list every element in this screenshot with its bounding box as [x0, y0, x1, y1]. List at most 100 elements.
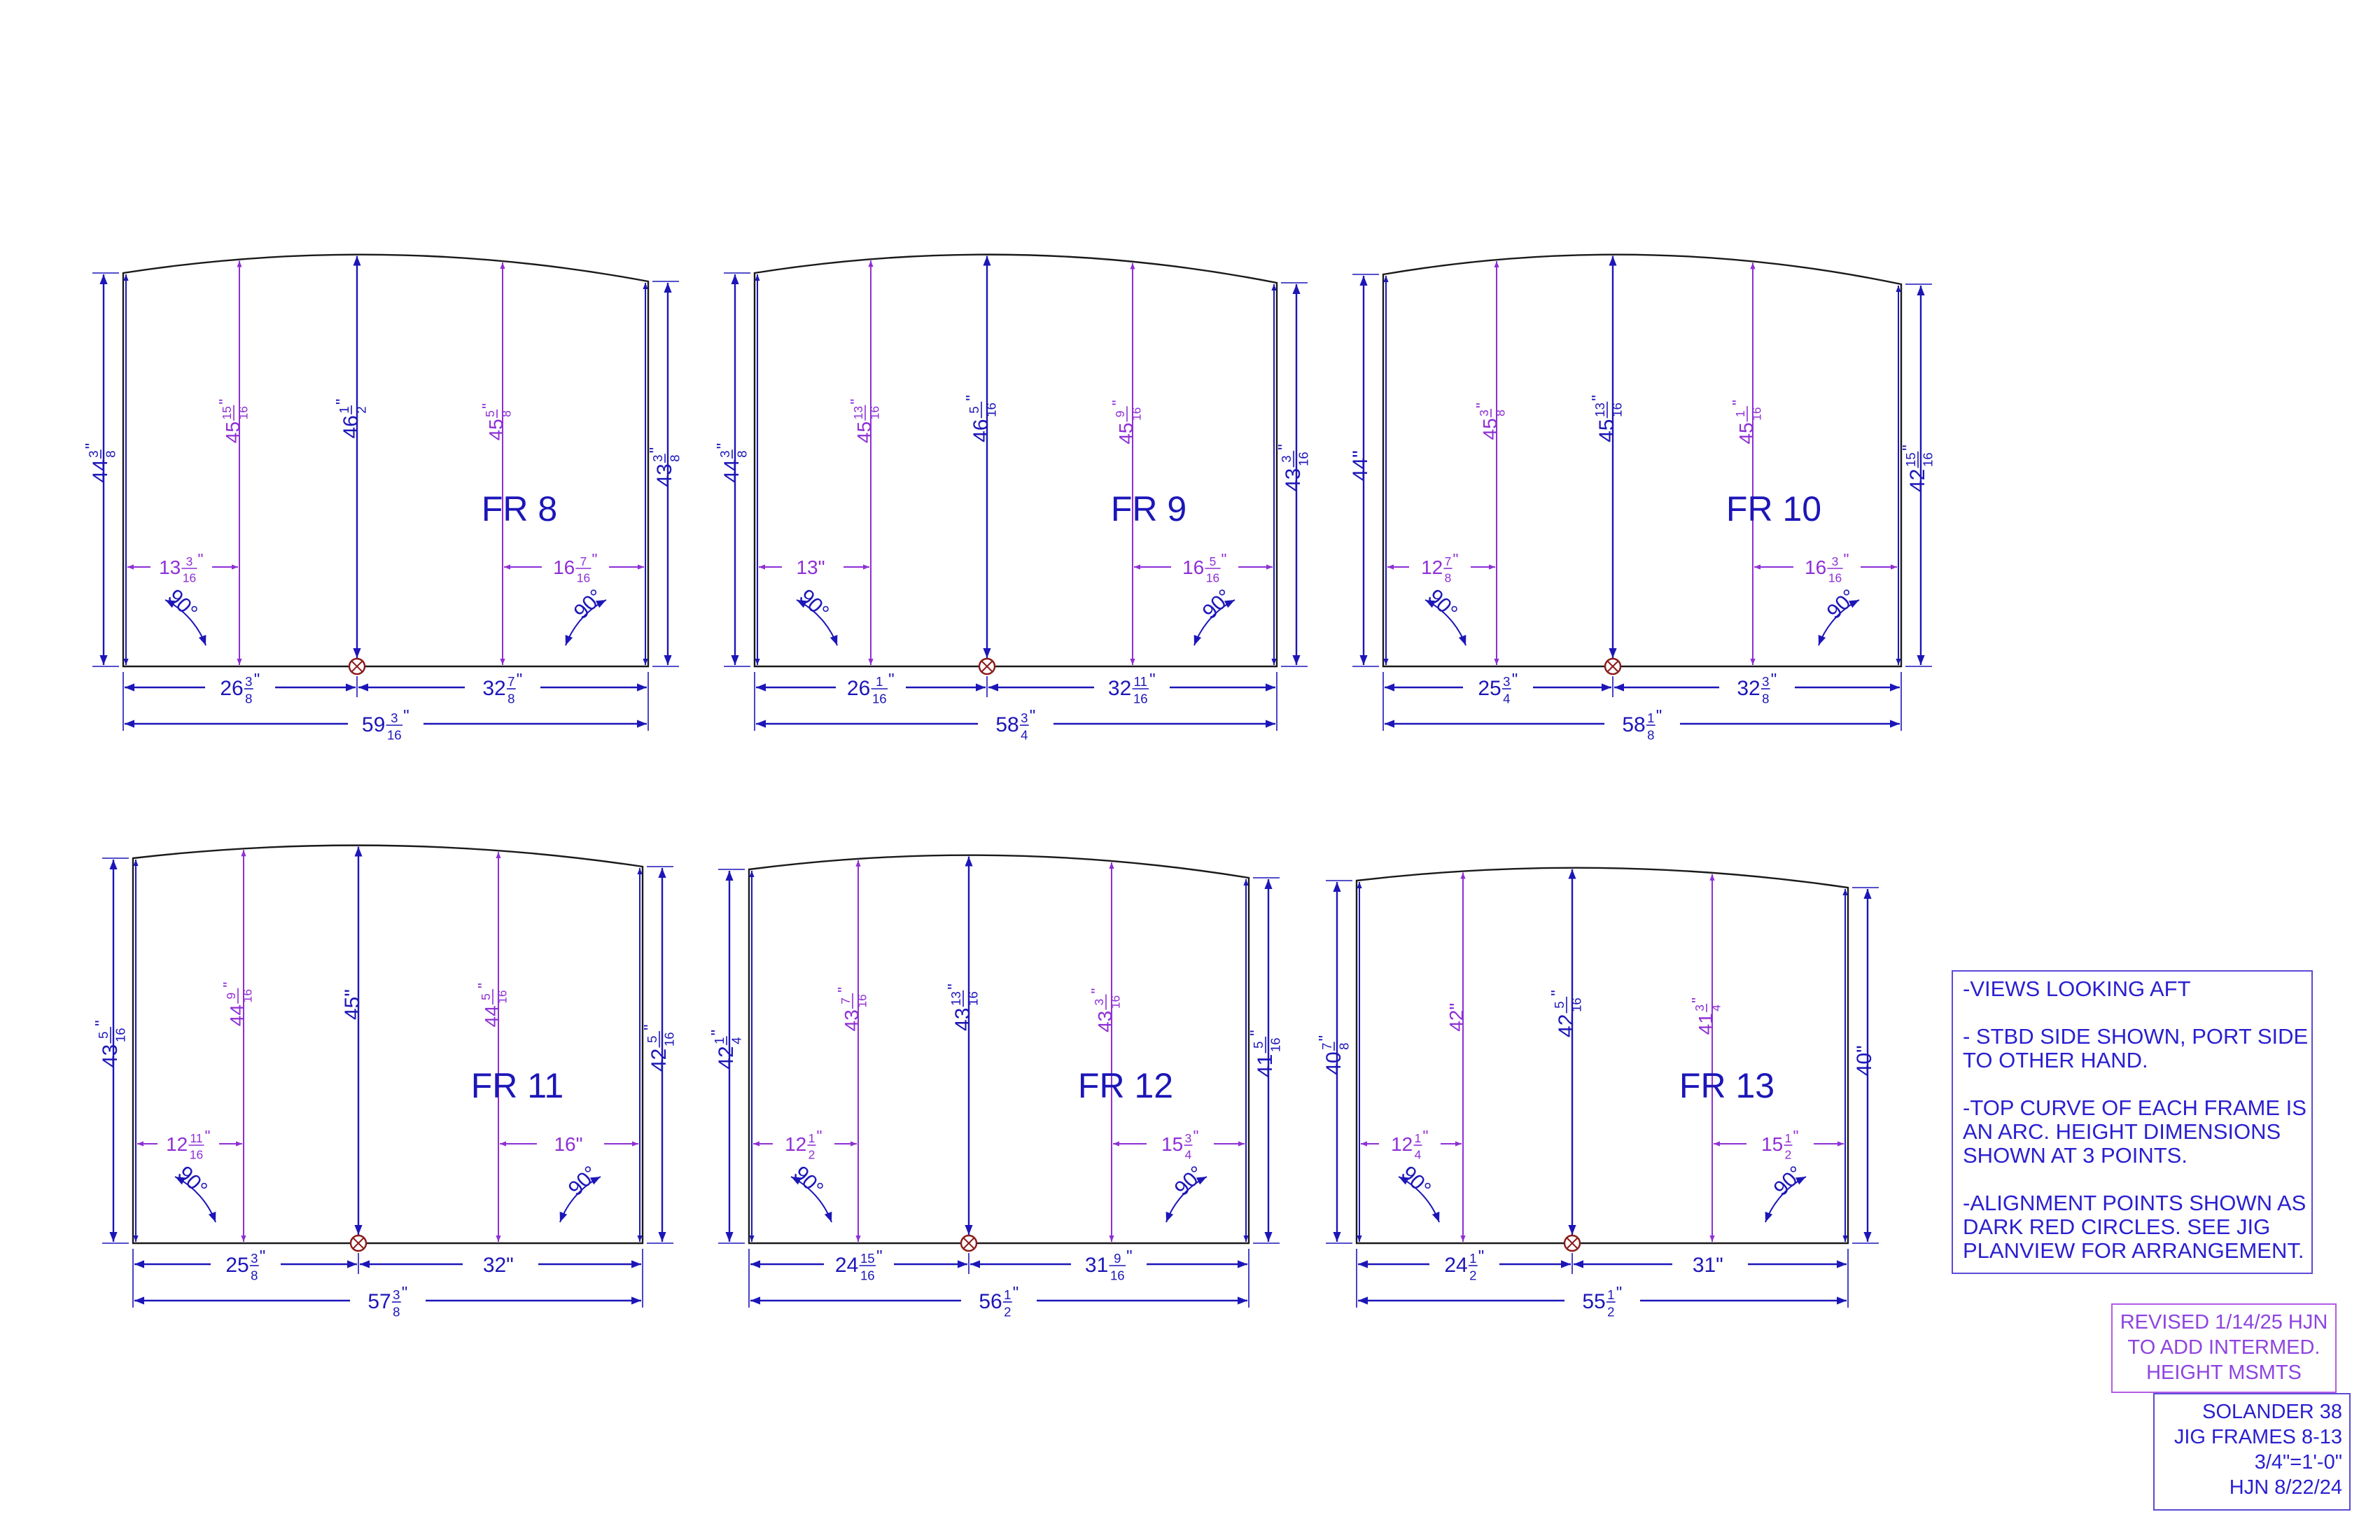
dim-denominator: 2: [354, 406, 369, 413]
dim-unit: ": [402, 1283, 408, 1302]
dim-unit: ": [1088, 988, 1106, 993]
dim-whole: 25: [1478, 677, 1501, 700]
dim-whole: 15: [1761, 1133, 1783, 1155]
dim-whole: 24: [835, 1254, 858, 1277]
title-line: SOLANDER 38: [2202, 1401, 2342, 1423]
dim-denominator: 16: [966, 991, 981, 1006]
dim-denominator: 16: [1133, 692, 1148, 706]
label-mask: [1171, 553, 1238, 581]
label-mask: [463, 1250, 538, 1278]
dim-whole: 44: [89, 459, 112, 482]
dim-unit: ": [1478, 1247, 1485, 1266]
angle-label-left: 90°: [163, 585, 202, 624]
dim-denominator: 16: [1108, 995, 1122, 1009]
dim-denominator: 16: [1921, 452, 1935, 467]
dim-unit: ": [198, 551, 204, 568]
alignment-point-cross: [353, 1238, 364, 1249]
dim-whole: 40: [1322, 1051, 1345, 1074]
dim-numerator: 15: [860, 1251, 875, 1266]
dim-denominator: 8: [668, 455, 682, 462]
dim-whole: 13": [796, 556, 825, 578]
label-mask: [836, 673, 906, 701]
dim-denominator: 4: [1021, 728, 1028, 743]
dim-unit: ": [835, 987, 853, 993]
angle-label-right: 90°: [1823, 585, 1861, 624]
dim-numerator: 5: [967, 406, 981, 413]
dim-numerator: 15: [1903, 452, 1918, 467]
dim-whole: 32": [483, 1254, 514, 1277]
dim-numerator: 7: [839, 997, 853, 1004]
dim-numerator: 1: [712, 1037, 727, 1044]
dim-unit: ": [517, 670, 523, 689]
dim-unit: ": [1194, 1128, 1199, 1145]
dim-unit: ": [1512, 670, 1518, 689]
note-line: -VIEWS LOOKING AFT: [1963, 976, 2191, 1001]
dim-unit: ": [1730, 400, 1747, 405]
dim-numerator: 1: [1647, 710, 1654, 725]
dim-denominator: 8: [1337, 1043, 1352, 1050]
note-line: SHOWN AT 3 POINTS.: [1963, 1143, 2188, 1168]
frame-outline: [122, 253, 650, 668]
dim-unit: ": [944, 983, 963, 990]
revision-line: REVISED 1/14/25 HJN: [2120, 1311, 2328, 1334]
dim-whole: 45: [1115, 423, 1137, 444]
label-mask: [961, 1287, 1037, 1315]
dim-numerator: 9: [224, 993, 238, 1000]
dim-numerator: 7: [580, 554, 587, 568]
dim-denominator: 2: [1785, 1147, 1792, 1161]
frame-label: FR 9: [1111, 489, 1186, 528]
frame-outline: [1355, 867, 1849, 1245]
dim-unit: ": [1548, 990, 1567, 996]
angle-label-right: 90°: [1770, 1162, 1808, 1200]
dim-unit: ": [817, 1128, 822, 1145]
dim-unit: ": [1423, 1128, 1429, 1145]
dim-numerator: 3: [391, 710, 398, 725]
dim-whole: 13: [159, 556, 181, 578]
note-line: - STBD SIDE SHOWN, PORT SIDE: [1963, 1024, 2309, 1049]
dim-denominator: 16: [495, 990, 509, 1003]
dim-base-right: 32": [483, 1254, 514, 1277]
dim-denominator: 16: [1610, 402, 1625, 417]
dim-whole: 15: [1161, 1133, 1183, 1155]
dim-numerator: 3: [251, 1251, 258, 1266]
dim-whole: 43: [1094, 1011, 1116, 1032]
angle-arc-right: [565, 599, 607, 646]
angle-label-right: 90°: [1198, 585, 1237, 624]
dim-unit: ": [962, 395, 981, 401]
dim-whole: 12: [785, 1133, 806, 1155]
dim-numerator: 1: [808, 1131, 816, 1145]
dim-unit: ": [1247, 1030, 1266, 1036]
dim-denominator: 16: [1296, 451, 1311, 466]
dim-base-right: 31": [1693, 1254, 1723, 1277]
dim-whole: 57: [368, 1290, 391, 1313]
dim-unit: ": [1793, 1128, 1799, 1145]
dim-numerator: 3: [1693, 1004, 1707, 1011]
dim-denominator: 16: [860, 1268, 875, 1283]
dim-whole: 45: [1595, 419, 1618, 442]
dim-whole: 12: [166, 1133, 188, 1155]
label-mask: [782, 553, 844, 581]
title-block: SOLANDER 38 JIG FRAMES 8-13 3/4"=1'-0" H…: [2153, 1393, 2351, 1511]
dim-unit: ": [848, 399, 865, 405]
dim-whole: 43: [1282, 468, 1305, 491]
frame-label: FR 11: [471, 1066, 564, 1105]
label-mask: [824, 1250, 894, 1278]
dim-denominator: 16: [1129, 407, 1143, 421]
